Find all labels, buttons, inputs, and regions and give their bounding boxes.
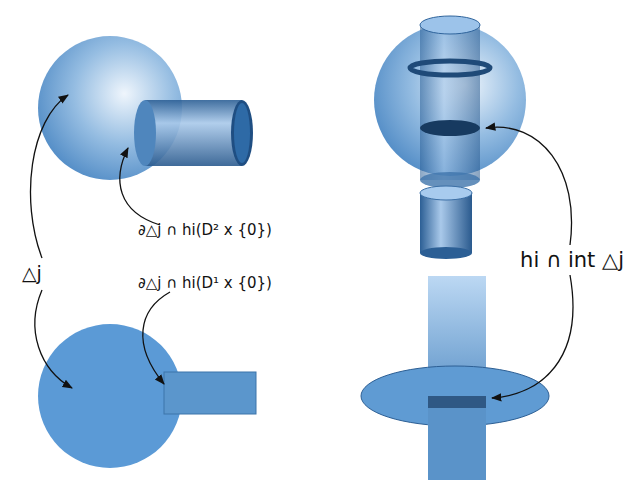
math-label: hi ∩ int △j <box>520 249 624 272</box>
math-label: △j <box>22 263 42 284</box>
math-label: ∂△j ∩ hi(D² x {0}) <box>138 222 272 239</box>
math-label: ∂△j ∩ hi(D¹ x {0}) <box>138 275 272 292</box>
